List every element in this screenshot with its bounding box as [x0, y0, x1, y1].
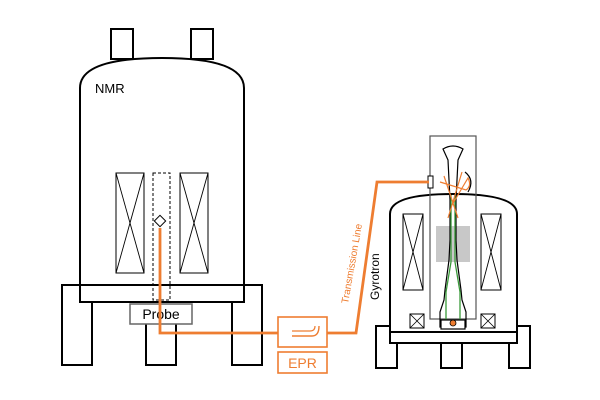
gyrotron-gun [449, 319, 457, 327]
gyrotron-tube-housing [429, 135, 477, 320]
gyrotron-cavity-shade [436, 226, 470, 262]
gyrotron-beam-right [454, 195, 461, 320]
probe-waveguide [158, 228, 278, 335]
gyrotron-coil-right [480, 213, 502, 291]
transmission-line [312, 180, 429, 335]
epr-label-box [277, 351, 328, 374]
nmr-magnet: NMR [61, 28, 263, 366]
gyrotron-tube-profile [439, 145, 467, 328]
gyrotron-coil-left [402, 213, 424, 291]
epr-waveguide-bend [292, 325, 320, 337]
nmr-coil-right [179, 172, 209, 274]
epr-box [277, 316, 328, 348]
gyrotron-label: Gyrotron [368, 253, 382, 300]
nmr-label: NMR [95, 81, 125, 96]
nmr-coil-left [115, 172, 145, 274]
gyrotron-beam-left [445, 195, 452, 320]
gyrotron-small-coil-right [480, 313, 496, 329]
gyrotron-mirror [464, 171, 472, 193]
epr-waveguide-bend-inner [292, 325, 316, 332]
nmr-top-post-right [190, 28, 214, 60]
epr-unit: EPR [277, 316, 328, 374]
gyrotron-microwave-path [439, 171, 471, 219]
epr-label: EPR [288, 355, 317, 371]
nmr-top-post-left [110, 28, 134, 60]
gyrotron-small-coil-left [409, 313, 425, 329]
nmr-bore [152, 172, 171, 301]
sample-rotor [153, 214, 167, 228]
gyrotron: Gyrotron [368, 135, 531, 369]
